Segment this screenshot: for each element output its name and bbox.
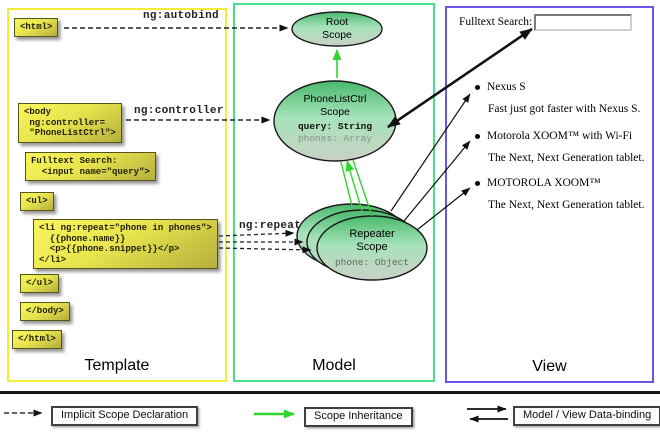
legend-separator-line [0, 391, 660, 394]
model-column: Model [233, 3, 435, 382]
view-search-label: Fulltext Search: [459, 16, 533, 28]
fulltext-search-input[interactable] [534, 14, 632, 31]
controller-label: ng:controller [134, 105, 224, 117]
repeater-scope-label: Repeater Scope phone: Object [312, 228, 432, 269]
code-html-open: <html> [14, 18, 59, 37]
view-item-xoom-wifi: Motorola XOOM™ with Wi-Fi The Next, Next… [475, 129, 650, 165]
view-item-nexus-s: Nexus S Fast just got faster with Nexus … [475, 80, 650, 116]
model-column-title: Model [312, 357, 356, 374]
root-scope-label: Root Scope [292, 16, 382, 41]
autobind-label: ng:autobind [143, 10, 219, 22]
bullet-icon [475, 133, 480, 139]
code-li-repeat: <li ng:repeat="phone in phones"> {{phone… [33, 219, 218, 269]
code-html-close: </html> [12, 330, 62, 349]
code-ul-open: <ul> [20, 192, 54, 211]
code-fulltext-search: Fulltext Search: <input name="query"> [25, 152, 156, 181]
legend-scope-inheritance: Scope Inheritance [304, 407, 413, 427]
view-item-title: Nexus S [487, 81, 526, 93]
view-item-title-row: Motorola XOOM™ with Wi-Fi [475, 129, 650, 143]
view-item-title-row: MOTOROLA XOOM™ [475, 176, 650, 190]
template-column-title: Template [84, 357, 150, 374]
bullet-icon [475, 180, 480, 186]
view-item-xoom: MOTOROLA XOOM™ The Next, Next Generation… [475, 176, 650, 212]
view-item-title: Motorola XOOM™ with Wi-Fi [487, 130, 633, 142]
repeat-label: ng:repeat [239, 220, 302, 232]
legend-model-view-databinding: Model / View Data-binding [513, 406, 660, 426]
code-body-open: <body ng:controller= "PhoneListCtrl"> [18, 103, 122, 143]
view-item-title: MOTOROLA XOOM™ [487, 177, 601, 189]
phonelistctrl-scope-name: PhoneListCtrl Scope [303, 93, 367, 118]
code-ul-close: </ul> [20, 274, 60, 293]
root-scope-name: Root Scope [322, 16, 352, 41]
view-item-desc: Fast just got faster with Nexus S. [488, 103, 641, 115]
phonelistctrl-scope-label: PhoneListCtrl Scope query: String phones… [274, 93, 396, 145]
template-column: Template [7, 8, 227, 382]
code-body-close: </body> [20, 302, 70, 321]
view-item-desc: The Next, Next Generation tablet. [488, 152, 645, 164]
repeater-scope-name: Repeater Scope [349, 228, 395, 253]
view-item-title-row: Nexus S [475, 80, 650, 94]
bullet-icon [475, 84, 480, 90]
phonelistctrl-prop-phones: phones: Array [297, 133, 373, 144]
phonelistctrl-prop-query: query: String [297, 121, 373, 132]
view-item-desc: The Next, Next Generation tablet. [488, 199, 645, 211]
view-column-title: View [532, 358, 567, 375]
legend-implicit-scope-declaration: Implicit Scope Declaration [51, 406, 199, 426]
repeater-prop-phone: phone: Object [334, 257, 410, 268]
